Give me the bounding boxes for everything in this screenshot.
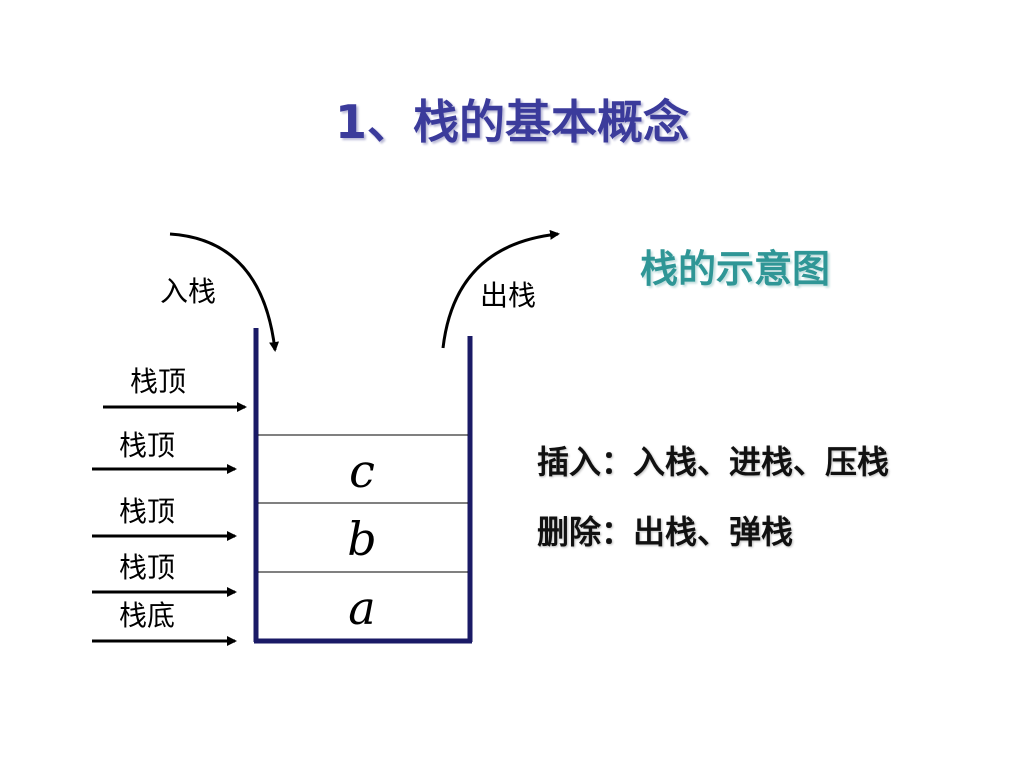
- pointer-label-top: 栈顶: [119, 429, 176, 462]
- push-label: 入栈: [160, 275, 217, 308]
- pointer-label-top: 栈顶: [119, 495, 176, 528]
- stack-element: a: [348, 581, 376, 635]
- diagram-title: 栈的示意图: [640, 247, 831, 291]
- insert-operations: 插入：入栈、进栈、压栈: [537, 443, 890, 481]
- push-arrow: [169, 232, 280, 352]
- delete-operations: 删除：出栈、弹栈: [537, 513, 794, 551]
- slide-title: 1、栈的基本概念: [334, 95, 689, 149]
- stack-element: b: [347, 512, 377, 566]
- pointer-label-top: 栈顶: [119, 551, 176, 584]
- pop-arrow: [441, 229, 560, 349]
- pointer-label-bottom: 栈底: [119, 599, 176, 632]
- pointer-label-top: 栈顶: [130, 365, 187, 398]
- pop-label: 出栈: [480, 279, 537, 312]
- stack-element: c: [349, 444, 375, 498]
